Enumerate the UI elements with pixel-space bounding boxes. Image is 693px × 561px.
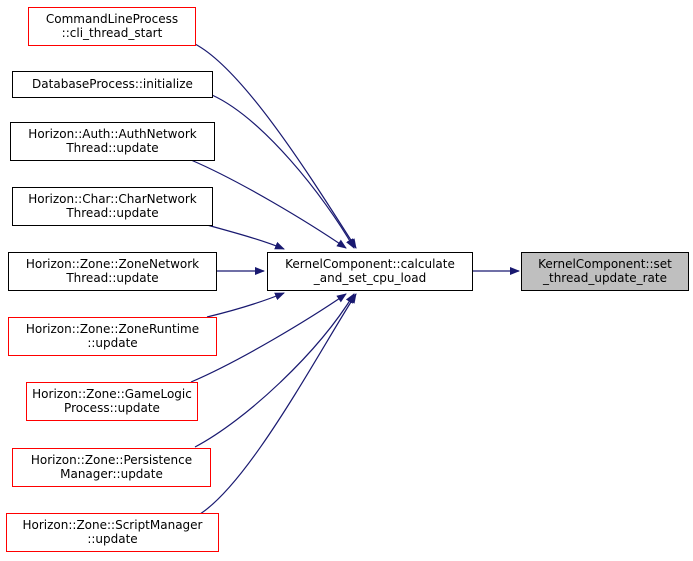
node-script-manager-update-label: ::update (87, 532, 137, 546)
node-zone-runtime-update-label: Horizon::Zone::ZoneRuntime (26, 322, 199, 336)
node-persistence-manager-update-label: Manager::update (60, 467, 163, 481)
node-script-manager-update-box (6, 513, 219, 552)
node-calculate-and-set-cpu-load-label: _and_set_cpu_load (313, 271, 426, 285)
node-database-initialize-box (12, 71, 213, 98)
node-game-logic-process-update-label: Process::update (64, 401, 160, 415)
node-cli-thread-start[interactable]: CommandLineProcess::cli_thread_start (28, 7, 196, 46)
edge-database-initialize (211, 94, 355, 249)
node-zone-network-thread-update-label: Thread::update (65, 271, 158, 285)
node-calculate-and-set-cpu-load[interactable]: KernelComponent::calculate_and_set_cpu_l… (267, 252, 473, 291)
node-database-initialize-label: DatabaseProcess::initialize (32, 77, 193, 91)
node-auth-network-thread-update-label: Horizon::Auth::AuthNetwork (28, 127, 196, 141)
node-auth-network-thread-update-label: Thread::update (65, 141, 158, 155)
edge-char-network-thread (206, 224, 285, 250)
node-persistence-manager-update-label: Horizon::Zone::Persistence (31, 453, 192, 467)
node-zone-runtime-update[interactable]: Horizon::Zone::ZoneRuntime::update (8, 317, 217, 356)
node-zone-runtime-update-box (8, 317, 217, 356)
node-script-manager-update[interactable]: Horizon::Zone::ScriptManager::update (6, 513, 219, 552)
node-persistence-manager-update[interactable]: Horizon::Zone::PersistenceManager::updat… (12, 448, 211, 487)
edge-auth-network-thread (190, 159, 347, 249)
node-char-network-thread-update-label: Horizon::Char::CharNetwork (28, 192, 197, 206)
node-zone-network-thread-update-box (8, 252, 217, 291)
edge-script-manager (194, 293, 357, 518)
node-calculate-and-set-cpu-load-label: KernelComponent::calculate (285, 257, 455, 271)
node-zone-network-thread-update-label: Horizon::Zone::ZoneNetwork (26, 257, 199, 271)
edge-game-logic-process (190, 293, 347, 383)
node-cli-thread-start-label: CommandLineProcess (46, 12, 178, 26)
node-set-thread-update-rate-label: _thread_update_rate (542, 271, 667, 285)
node-script-manager-update-label: Horizon::Zone::ScriptManager (22, 518, 202, 532)
node-set-thread-update-rate[interactable]: KernelComponent::set_thread_update_rate (521, 252, 689, 291)
node-calculate-and-set-cpu-load-box (267, 252, 473, 291)
call-edges (190, 43, 520, 518)
node-game-logic-process-update-label: Horizon::Zone::GameLogic (32, 387, 192, 401)
node-database-initialize[interactable]: DatabaseProcess::initialize (12, 71, 213, 98)
node-auth-network-thread-update-box (10, 122, 215, 161)
node-cli-thread-start-box (28, 7, 196, 46)
node-game-logic-process-update-box (26, 382, 198, 421)
node-zone-runtime-update-label: ::update (87, 336, 137, 350)
edge-cli-thread-start (194, 43, 357, 249)
node-persistence-manager-update-box (12, 448, 211, 487)
edge-persistence-manager (194, 293, 355, 448)
node-set-thread-update-rate-box (521, 252, 689, 291)
node-char-network-thread-update-box (12, 187, 213, 226)
node-cli-thread-start-label: ::cli_thread_start (62, 26, 163, 40)
call-nodes: CommandLineProcess::cli_thread_startData… (6, 7, 689, 552)
edge-zone-runtime (206, 292, 285, 318)
node-char-network-thread-update-label: Thread::update (65, 206, 158, 220)
node-set-thread-update-rate-label: KernelComponent::set (538, 257, 672, 271)
